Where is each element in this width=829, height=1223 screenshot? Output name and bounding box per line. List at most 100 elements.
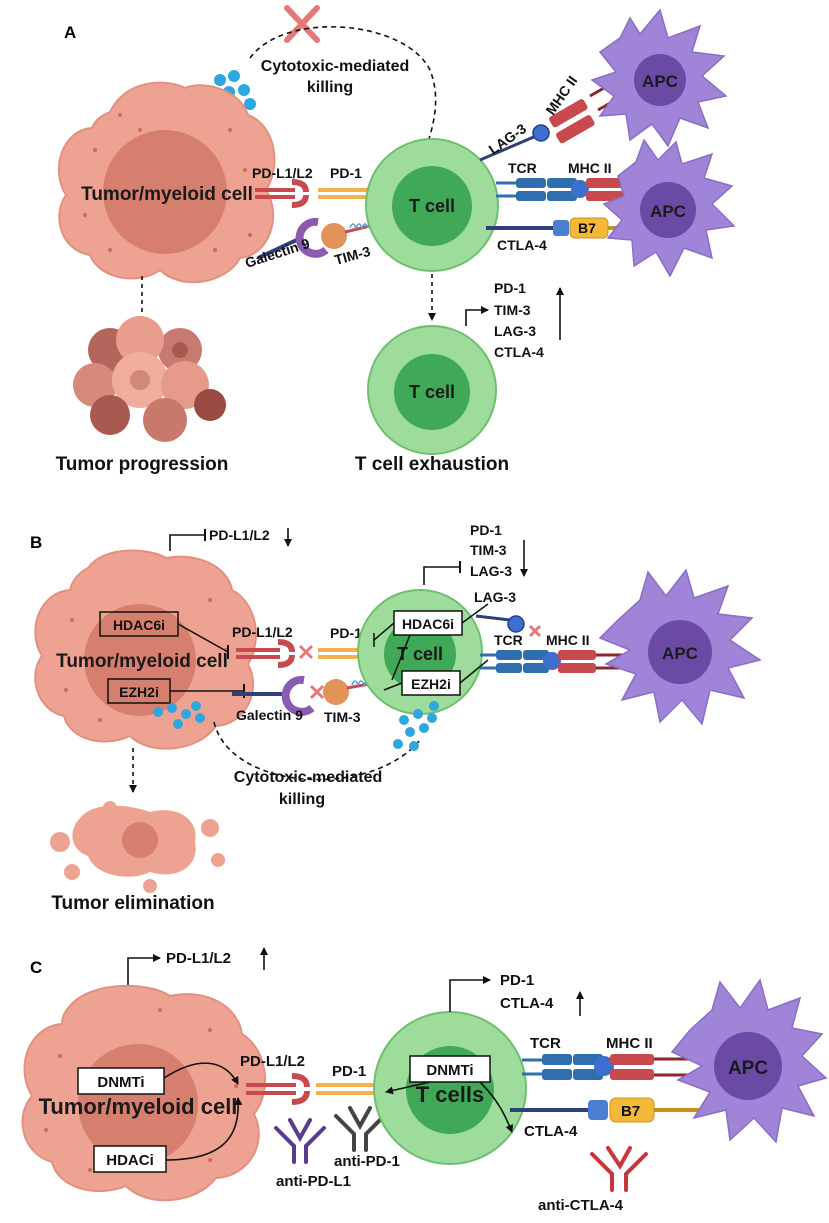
t-cells-label-c: T cells	[416, 1082, 484, 1107]
lag3-head-icon-a	[532, 124, 550, 142]
t-cell-exhausted	[367, 325, 497, 455]
galectin9-icon-b	[281, 675, 315, 716]
pdl1-label-a: PD-L1/L2	[252, 165, 313, 181]
galectin-stalk-a	[257, 235, 304, 260]
galectin9-label-b: Galectin 9	[236, 707, 303, 723]
dnmti-arrow-ctla4	[479, 1081, 514, 1133]
mhc-label-b: MHC II	[546, 632, 590, 648]
granules-right-b	[393, 701, 439, 751]
pd1-label-a: PD-1	[330, 165, 362, 181]
killing-label-2: killing	[307, 79, 353, 96]
apc-label-b: APC	[662, 644, 698, 663]
galectin9-icon-a	[295, 217, 329, 258]
block-cross-icon-2	[309, 684, 325, 700]
block-cross-icon-1	[298, 644, 314, 660]
t-cell-a	[365, 138, 499, 272]
pdl-upregulation-arrow	[127, 954, 161, 985]
cancel-cross-icon	[284, 5, 320, 43]
hdaci-box	[93, 1145, 167, 1173]
down-inhibit-line	[423, 566, 460, 585]
ezh2i-label-left: EZH2i	[119, 684, 159, 700]
dnmti-arrow	[163, 1062, 239, 1085]
killing-arc	[249, 25, 437, 143]
panel-c-letter: C	[30, 958, 42, 977]
tumor-cell-label-c: Tumor/myeloid cell	[39, 1094, 238, 1119]
killing-arc-b	[213, 721, 421, 781]
lag3-label-b: LAG-3	[474, 589, 516, 605]
up-list-3: CTLA-4	[494, 344, 544, 360]
upregulation-arrow	[465, 306, 489, 326]
ctla4-label-c: CTLA-4	[524, 1123, 578, 1140]
pdl-up-label: PD-L1/L2	[166, 950, 231, 967]
b7-label-c: B7	[621, 1103, 640, 1120]
panel-a-letter: A	[64, 23, 76, 42]
pdl1-receptor-b	[236, 639, 295, 668]
b7-label-a: B7	[578, 220, 596, 236]
up-list-0: PD-1	[494, 280, 526, 296]
mhc-mid-label-a: MHC II	[568, 160, 612, 176]
pdl1-label-c: PD-L1/L2	[240, 1053, 305, 1070]
ezh2i-box-left	[107, 678, 245, 704]
pd1-receptor-a	[318, 188, 372, 199]
tcr-mhc-complex-c	[522, 1054, 690, 1080]
down-list-0: PD-1	[470, 522, 502, 538]
pd1-label-c: PD-1	[332, 1063, 366, 1080]
tcell-upregulation-arrow	[449, 976, 491, 1012]
killing-label-b1: Cytotoxic-mediated	[234, 769, 382, 786]
dnmti-box-left	[77, 1067, 165, 1095]
lag3-head-icon-b	[507, 615, 525, 633]
up-list-1: TIM-3	[494, 302, 531, 318]
apc-top-label-a: APC	[642, 72, 678, 91]
apc-label-c: APC	[728, 1058, 768, 1079]
apc-b	[598, 568, 762, 726]
tumor-cell-a	[57, 81, 276, 284]
hdaci-label: HDACi	[106, 1152, 154, 1169]
t-cell-label-b: T cell	[397, 644, 443, 664]
pdl1-receptor-c	[246, 1073, 310, 1105]
ctla4-b7-complex-c	[510, 1097, 700, 1123]
ezh2i-label-right: EZH2i	[411, 676, 451, 692]
caption-tumor-elimination: Tumor elimination	[51, 893, 214, 914]
pd1-receptor-c	[316, 1083, 378, 1095]
tcr-label-b: TCR	[494, 632, 523, 648]
apc-c	[670, 978, 828, 1144]
killing-label-b2: killing	[279, 791, 325, 808]
ctla4-b7-complex-a	[486, 217, 642, 239]
hdac6i-label-left: HDAC6i	[113, 617, 165, 633]
up-list-c0: PD-1	[500, 972, 534, 989]
up-list-2: LAG-3	[494, 323, 536, 339]
down-list-1: TIM-3	[470, 542, 507, 558]
anti-ctla4-antibody-icon	[590, 1146, 648, 1192]
hdaci-arrow	[165, 1097, 243, 1161]
anti-pd1-antibody-icon	[334, 1106, 386, 1152]
block-cross-icon-3	[528, 624, 542, 638]
tim3-label-b: TIM-3	[324, 709, 361, 725]
tumor-cell-label-a: Tumor/myeloid cell	[81, 184, 253, 205]
tumor-cell-b	[34, 549, 257, 750]
pd1-label-b: PD-1	[330, 625, 362, 641]
pdl-down-label: PD-L1/L2	[209, 527, 270, 543]
granules-left-b	[153, 701, 205, 729]
tumor-cell-label-b: Tumor/myeloid cell	[56, 651, 228, 672]
caption-t-cell-exhaustion: T cell exhaustion	[355, 454, 509, 475]
tcr-mhc-complex-b	[480, 650, 622, 673]
anti-pdl1-label: anti-PD-L1	[276, 1173, 351, 1190]
caption-tumor-progression: Tumor progression	[56, 454, 229, 475]
ctla4-label-a: CTLA-4	[497, 237, 547, 253]
up-list-c1: CTLA-4	[500, 995, 554, 1012]
hdac6i-label-right: HDAC6i	[402, 616, 454, 632]
inhibition-lines-b	[373, 603, 489, 691]
tcr-label-a: TCR	[508, 160, 537, 176]
apc-mid-a	[602, 138, 736, 278]
t-cell-label-exhausted: T cell	[409, 382, 455, 402]
killing-label-1: Cytotoxic-mediated	[261, 58, 409, 75]
dnmti-arrow-pd1	[385, 1081, 431, 1095]
apc-mid-label-a: APC	[650, 202, 686, 221]
lag3-stalk-b	[475, 614, 511, 622]
dnmti-box-right	[409, 1055, 491, 1083]
pdl-inhibit-line	[169, 534, 205, 551]
t-cell-label-a: T cell	[409, 196, 455, 216]
anti-pdl1-antibody-icon	[274, 1118, 326, 1164]
